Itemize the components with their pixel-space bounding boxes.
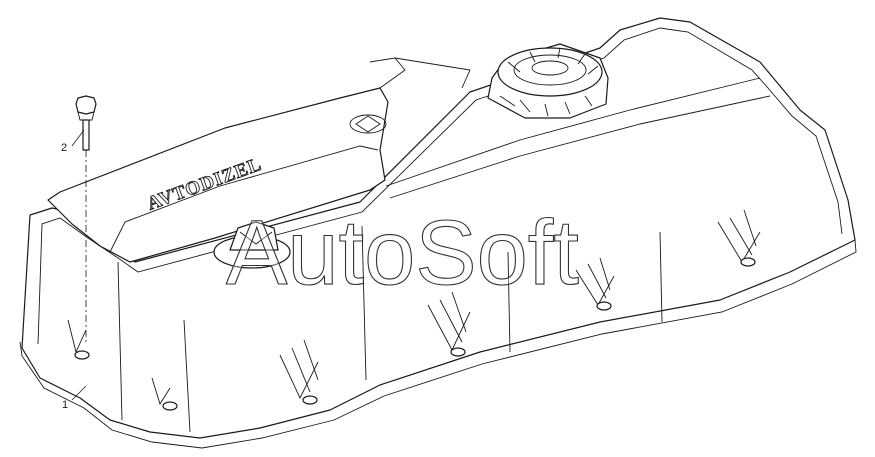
- breather-cap: [487, 43, 609, 119]
- cover-top-ridge: [109, 145, 379, 253]
- callout-2-number: 2: [61, 142, 67, 154]
- callout-1-leader: [71, 385, 87, 401]
- bolt-shank: [82, 119, 90, 151]
- valve-cover: AVTODIZEL: [19, 17, 857, 449]
- cover-ribs: [67, 209, 761, 406]
- bolt-bosses: [74, 257, 756, 411]
- bolt-head: [75, 95, 97, 115]
- flange-inner-line: [37, 27, 843, 345]
- logo-emblem: [349, 114, 387, 134]
- rib-front: [369, 57, 406, 89]
- side-seam-5: [659, 231, 663, 323]
- callout-1: 1: [62, 385, 87, 411]
- callout-1-number: 1: [62, 399, 68, 411]
- callout-2-leader: [71, 129, 85, 147]
- side-seam-2: [183, 319, 191, 433]
- callout-2: 2: [61, 129, 85, 154]
- side-seam-3: [361, 225, 367, 381]
- oil-filler-port: [213, 221, 291, 269]
- cover-long-ridge-lower: [389, 95, 771, 199]
- rib-top: [394, 57, 471, 89]
- bolt: [75, 95, 97, 345]
- side-seam-4: [507, 251, 511, 353]
- side-seam-1: [117, 261, 123, 421]
- watermark-text: AutoSoft: [226, 202, 579, 304]
- cover-long-ridge: [385, 77, 761, 187]
- logo-emblem-mark: [355, 115, 381, 133]
- flange-lower-rim: [19, 239, 857, 449]
